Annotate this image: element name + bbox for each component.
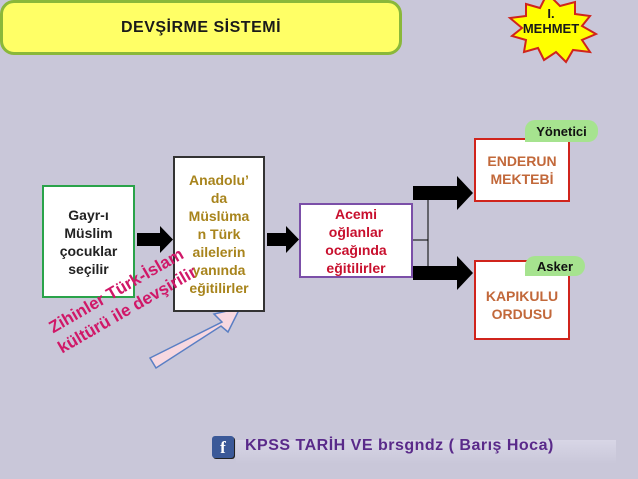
facebook-icon[interactable]: f bbox=[212, 436, 234, 458]
tag-yonetici: Yönetici bbox=[525, 120, 598, 142]
note-pointer-arrow bbox=[148, 306, 242, 370]
branch-connector bbox=[413, 191, 429, 273]
box-acemi-oglanlar: Acemi oğlanlar ocağında eğitilirler bbox=[299, 203, 413, 278]
box-enderun-mektebi: ENDERUN MEKTEBİ bbox=[474, 138, 570, 202]
footer-strip bbox=[236, 440, 616, 464]
arrow-source-to-anatolia bbox=[137, 226, 173, 253]
starburst-badge bbox=[507, 0, 599, 64]
arrow-anatolia-to-acemi bbox=[267, 226, 299, 253]
page-title: DEVŞİRME SİSTEMİ bbox=[0, 0, 402, 55]
box-turkish-families: Anadolu’ da Müslüma n Türk ailelerin yan… bbox=[173, 156, 265, 312]
arrow-to-enderun bbox=[413, 176, 473, 210]
footer-credit: KPSS TARİH VE brsgndz ( Barış Hoca) bbox=[245, 437, 554, 454]
arrow-to-kapikulu bbox=[413, 256, 473, 290]
box-non-muslim-children: Gayr-ı Müslim çocuklar seçilir bbox=[42, 185, 135, 298]
tag-asker: Asker bbox=[525, 256, 585, 276]
burst-label: I. MEHMET bbox=[522, 6, 580, 36]
